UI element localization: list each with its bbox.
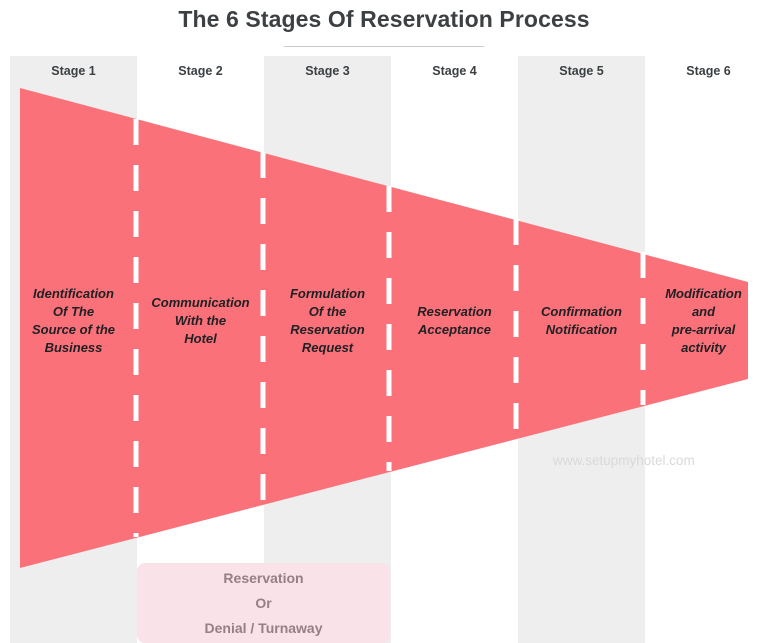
page-title: The 6 Stages Of Reservation Process	[178, 6, 590, 32]
stage-header-4: Stage 4	[432, 64, 477, 78]
funnel-stage-label-3: Formulation Of the Reservation Request	[289, 286, 366, 355]
stage-band-2	[137, 56, 264, 643]
title-underline-rule	[284, 46, 484, 47]
stage-header-1: Stage 1	[51, 64, 96, 78]
funnel-stage-label-2: Communication With the Hotel	[151, 295, 250, 346]
stage-band-5	[518, 56, 645, 643]
stage-band-4	[391, 56, 518, 643]
outcome-box: Reservation Or Denial / Turnaway	[137, 563, 390, 643]
stage-header-5: Stage 5	[559, 64, 604, 78]
site-watermark: www.setupmyhotel.com	[553, 453, 695, 468]
funnel-stage-label-5: Confirmation Notification	[541, 304, 622, 337]
funnel-stage-label-1: Identification Of The Source of the Busi…	[31, 286, 116, 355]
funnel-stage-label-4: Reservation Acceptance	[417, 304, 492, 337]
stage-header-6: Stage 6	[686, 64, 731, 78]
stage-header-2: Stage 2	[178, 64, 223, 78]
outcome-text: Reservation Or Denial / Turnaway	[204, 569, 323, 636]
stage-header-3: Stage 3	[305, 64, 350, 78]
funnel-stage-label-6: Modification and pre-arrival activity	[665, 286, 742, 355]
